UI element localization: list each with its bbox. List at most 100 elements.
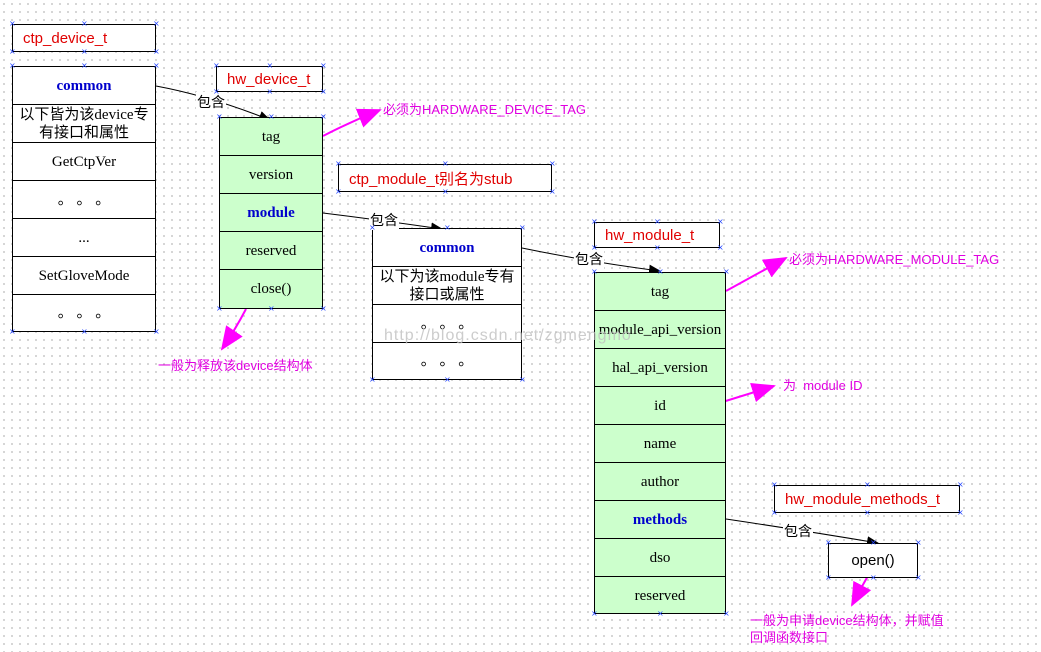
note-open-line1: 一般为申请device结构体，并赋值 bbox=[750, 613, 944, 628]
handle-marker: × bbox=[153, 327, 160, 336]
handle-marker: × bbox=[266, 61, 274, 70]
handle-marker: × bbox=[320, 304, 327, 313]
contain-label-methods: 包含 bbox=[783, 521, 813, 541]
handle-marker: × bbox=[591, 243, 598, 252]
note-module-tag: 必须为HARDWARE_MODULE_TAG bbox=[789, 252, 1000, 267]
hw-module-cell-tag: tag bbox=[595, 273, 725, 311]
ctp-module-struct: common 以下为该module专有接口或属性 。 。 。 。 。 。 bbox=[372, 228, 522, 380]
hw-device-struct: tag version module reserved close() bbox=[219, 117, 323, 309]
handle-marker: × bbox=[591, 217, 598, 226]
note-close: 一般为释放该device结构体 bbox=[158, 358, 313, 373]
ctp-module-t-label: ctp_module_t别名为stub bbox=[338, 164, 552, 192]
handle-marker: × bbox=[153, 61, 160, 70]
handle-marker: × bbox=[549, 159, 556, 168]
note-open-line2: 回调函数接口 bbox=[750, 630, 829, 645]
ctp-device-cell-private-desc: 以下皆为该device专有接口和属性 bbox=[13, 105, 155, 143]
ctp-device-t-label: ctp_device_t bbox=[12, 24, 156, 52]
ctp-module-cell-dots-1: 。 。 。 bbox=[373, 305, 521, 343]
handle-marker: × bbox=[9, 47, 16, 56]
ctp-device-cell-dots-2: 。 。 。 bbox=[57, 305, 111, 321]
handle-marker: × bbox=[442, 187, 449, 196]
handle-marker: × bbox=[723, 609, 730, 618]
ctp-device-cell-setglovemode: SetGloveMode bbox=[13, 257, 155, 295]
handle-marker: × bbox=[81, 19, 88, 28]
methods-cell-open: open() bbox=[851, 551, 895, 569]
handle-marker: × bbox=[444, 375, 451, 384]
ctp-device-cell-common: common bbox=[13, 67, 155, 105]
handle-marker: × bbox=[369, 375, 376, 384]
hw-module-struct: tag module_api_version hal_api_version i… bbox=[594, 272, 726, 614]
handle-marker: × bbox=[9, 61, 16, 70]
handle-marker: × bbox=[519, 375, 526, 384]
methods-struct: open() bbox=[828, 543, 918, 578]
handle-marker: × bbox=[717, 217, 724, 226]
handle-marker: × bbox=[320, 112, 327, 121]
handle-marker: × bbox=[657, 609, 664, 618]
hw-device-cell-reserved: reserved bbox=[220, 232, 322, 270]
handle-marker: × bbox=[915, 573, 922, 582]
handle-marker: × bbox=[864, 508, 871, 517]
handle-marker: × bbox=[657, 267, 664, 276]
note-arrow-close bbox=[220, 308, 247, 351]
handle-marker: × bbox=[320, 61, 327, 70]
handle-marker: × bbox=[335, 187, 342, 196]
ctp-device-cell-ellipsis: ... bbox=[13, 219, 155, 257]
handle-marker: × bbox=[320, 87, 327, 96]
handle-marker: × bbox=[549, 187, 556, 196]
hw-device-cell-version: version bbox=[220, 156, 322, 194]
handle-marker: × bbox=[957, 508, 964, 517]
handle-marker: × bbox=[654, 243, 661, 252]
ctp-module-cell-dots-2: 。 。 。 bbox=[420, 353, 474, 369]
contain-label-hwmodule: 包含 bbox=[574, 249, 604, 269]
handle-marker: × bbox=[81, 61, 88, 70]
handle-marker: × bbox=[153, 19, 160, 28]
handle-marker: × bbox=[771, 508, 778, 517]
hw-module-cell-author: author bbox=[595, 463, 725, 501]
handle-marker: × bbox=[870, 573, 877, 582]
hw-device-t-label: hw_device_t bbox=[216, 66, 323, 92]
hw-device-cell-tag: tag bbox=[220, 118, 322, 156]
hw-module-cell-name: name bbox=[595, 425, 725, 463]
hw-module-methods-t-label: hw_module_methods_t bbox=[774, 485, 960, 513]
handle-marker: × bbox=[213, 87, 220, 96]
handle-marker: × bbox=[216, 112, 223, 121]
ctp-module-cell-common: common bbox=[373, 229, 521, 267]
hw-device-cell-close: close() bbox=[250, 281, 292, 297]
handle-marker: × bbox=[369, 223, 376, 232]
note-arrow-device-tag bbox=[322, 108, 382, 137]
ctp-device-cell-getctpver: GetCtpVer bbox=[13, 143, 155, 181]
handle-marker: × bbox=[442, 159, 449, 168]
watermark: http://blog.csdn.net/zgmengmo bbox=[384, 327, 632, 344]
handle-marker: × bbox=[825, 573, 832, 582]
note-arrow-module-tag bbox=[725, 257, 788, 292]
note-device-tag: 必须为HARDWARE_DEVICE_TAG bbox=[383, 102, 586, 117]
handle-marker: × bbox=[591, 609, 598, 618]
handle-marker: × bbox=[723, 267, 730, 276]
ctp-module-cell-private-desc: 以下为该module专有接口或属性 bbox=[373, 267, 521, 305]
hw-module-cell-id: id bbox=[595, 387, 725, 425]
handle-marker: × bbox=[213, 61, 220, 70]
handle-marker: × bbox=[268, 304, 275, 313]
handle-marker: × bbox=[335, 159, 342, 168]
hw-device-cell-module: module bbox=[220, 194, 322, 232]
handle-marker: × bbox=[915, 538, 922, 547]
handle-marker: × bbox=[870, 538, 877, 547]
hw-module-cell-hal-api-version: hal_api_version bbox=[595, 349, 725, 387]
handle-marker: × bbox=[9, 19, 16, 28]
note-module-id: 为 module ID bbox=[783, 378, 863, 393]
contain-label-module: 包含 bbox=[369, 210, 399, 230]
handle-marker: × bbox=[444, 223, 451, 232]
handle-marker: × bbox=[591, 267, 598, 276]
handle-marker: × bbox=[654, 217, 661, 226]
handle-marker: × bbox=[9, 327, 16, 336]
contain-label-device: 包含 bbox=[196, 92, 226, 112]
handle-marker: × bbox=[266, 87, 274, 96]
hw-module-cell-reserved: reserved bbox=[634, 588, 686, 604]
hw-module-t-label: hw_module_t bbox=[594, 222, 720, 248]
handle-marker: × bbox=[957, 480, 964, 489]
handle-marker: × bbox=[717, 243, 724, 252]
hw-module-cell-methods: methods bbox=[595, 501, 725, 539]
handle-marker: × bbox=[216, 304, 223, 313]
hw-module-cell-dso: dso bbox=[595, 539, 725, 577]
handle-marker: × bbox=[153, 47, 160, 56]
